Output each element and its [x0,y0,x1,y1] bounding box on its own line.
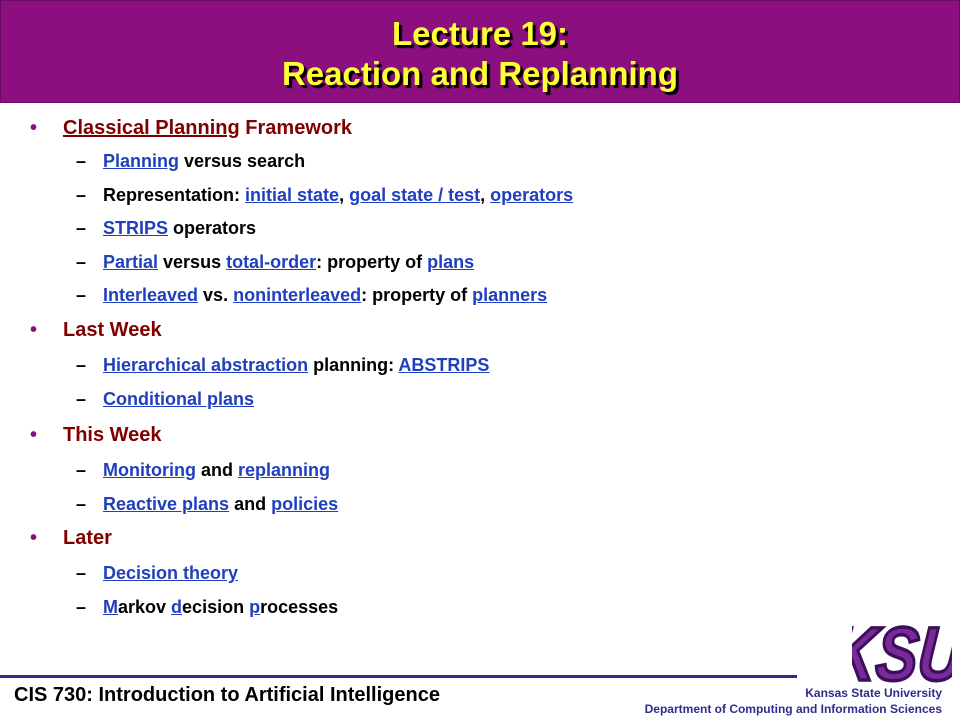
text-run: and [229,493,272,514]
dash-marker: – [76,151,87,171]
text-run: , [339,184,350,205]
outline-item-level-1: This Week [63,423,162,447]
outline-item-level-2: Conditional plans [103,388,254,410]
text-run: operators [168,218,257,238]
text-run: : property of [316,251,428,272]
outline-item-level-1: Last Week [63,318,162,342]
footer-divider [0,675,797,678]
hyperlink[interactable]: Partial [103,251,159,272]
text-run: Later [63,527,112,549]
hyperlink[interactable]: goal state / test [349,184,481,205]
text-run: and [195,460,238,480]
ksu-logo: KSU [852,610,952,690]
text-run: Representation: [103,184,246,205]
text-run: Last Week [63,319,162,341]
hyperlink[interactable]: STRIPS [103,218,169,238]
text-run: planning: [308,355,399,375]
text-run: rocesses [260,596,339,617]
hyperlink[interactable]: M [103,596,118,617]
hyperlink[interactable]: Decision theory [103,563,239,583]
slide-title-line-1: Lecture 19: [391,15,569,52]
outline-item-level-1: Later [63,526,112,550]
hyperlink[interactable]: d [171,596,183,617]
hyperlink[interactable]: Hierarchical abstraction [103,355,309,375]
hyperlink[interactable]: ABSTRIPS [398,355,490,375]
dash-marker: – [76,251,87,272]
text-run: versus search [179,151,306,171]
dash-marker: – [76,493,87,514]
outline-item-level-2: Reactive plans and policies [103,493,338,515]
slide-title-line-2: Reaction and Replanning [281,55,679,92]
dash-marker: – [76,355,87,375]
hyperlink[interactable]: Planning [103,151,179,171]
dash-marker: – [76,563,87,583]
hyperlink[interactable]: policies [271,493,339,514]
footer-university: Kansas State University [805,686,942,700]
outline-item-level-2: Monitoring and replanning [103,459,330,481]
footer-course-title: CIS 730: Introduction to Artificial Inte… [14,684,440,706]
hyperlink[interactable]: Conditional plans [103,388,254,409]
bullet-marker: • [30,319,38,341]
hyperlink[interactable]: Classical Planning [63,117,240,139]
bullet-marker: • [30,424,38,446]
hyperlink[interactable]: Interleaved [103,285,199,305]
hyperlink[interactable]: total-order [226,251,317,272]
hyperlink[interactable]: Monitoring [103,460,196,480]
outline-item-level-2: Markov decision processes [103,596,338,618]
hyperlink[interactable]: plans [427,251,475,272]
text-run: versus [158,251,227,272]
bullet-marker: • [30,527,38,549]
text-run: arkov [118,596,172,617]
text-run: ecision [182,596,250,617]
hyperlink[interactable]: initial state [245,184,340,205]
text-run: This Week [63,424,162,446]
dash-marker: – [76,218,87,238]
hyperlink[interactable]: p [249,596,261,617]
outline-item-level-2: Decision theory [103,562,238,584]
outline-item-level-2: STRIPS operators [103,217,256,239]
text-run: : property of [361,285,473,305]
bullet-marker: • [30,117,38,139]
hyperlink[interactable]: Reactive plans [103,493,230,514]
dash-marker: – [76,285,87,305]
hyperlink[interactable]: operators [490,184,574,205]
outline-item-level-2: Hierarchical abstraction planning: ABSTR… [103,354,489,376]
outline-item-level-2: Representation: initial state, goal stat… [103,184,573,206]
hyperlink[interactable]: replanning [238,460,331,480]
dash-marker: – [76,596,87,617]
outline-item-level-2: Interleaved vs. noninterleaved: property… [103,284,547,306]
text-run: vs. [198,285,234,305]
dash-marker: – [76,460,87,480]
hyperlink[interactable]: planners [472,285,548,305]
text-run: Framework [239,117,352,139]
text-run: , [480,184,491,205]
dash-marker: – [76,388,87,409]
hyperlink[interactable]: noninterleaved [233,285,362,305]
slide-title-bar: Lecture 19: Reaction and Replanning [0,0,960,103]
outline-item-level-2: Partial versus total-order: property of … [103,251,474,273]
outline-item-level-1: Classical Planning Framework [63,116,352,140]
footer-department: Department of Computing and Information … [644,702,942,716]
outline-item-level-2: Planning versus search [103,150,305,172]
ksu-logo-text: KSU [852,612,952,690]
dash-marker: – [76,184,87,205]
